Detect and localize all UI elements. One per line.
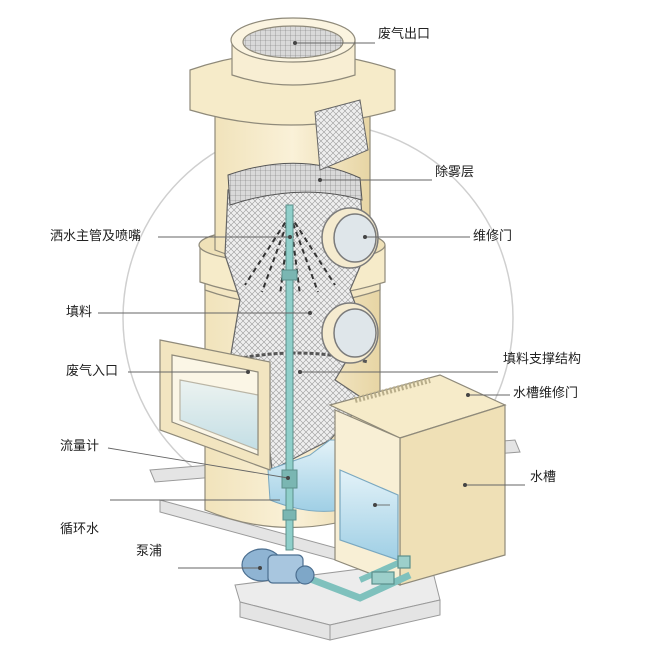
spray-main-pipe [281,204,298,551]
leader-lines [98,42,525,569]
label-service-door: 维修门 [473,229,513,244]
label-gas-outlet: 废气出口 [378,27,431,42]
leader-dots [246,41,470,570]
label-packing: 填料 [66,305,93,320]
demister-layer [227,162,363,206]
label-flowmeter: 流量计 [60,439,100,454]
service-door-lower [321,302,379,364]
label-tank-door: 水槽维修门 [513,386,579,401]
outlet-grille [242,25,344,59]
pump-assembly [241,548,412,602]
label-pump: 泵浦 [136,544,163,559]
label-gas-inlet: 废气入口 [66,364,119,379]
label-demister: 除雾层 [435,165,475,180]
water-tank [328,374,507,586]
label-packing-support: 填料支撑结构 [503,352,582,367]
label-circulating-water: 循环水 [60,522,100,537]
service-door-upper [321,207,379,269]
label-spray-main: 洒水主管及喷嘴 [50,229,142,244]
gas-inlet-duct [159,339,271,471]
label-tank: 水槽 [530,470,557,485]
tank-vent-grille [354,377,431,403]
